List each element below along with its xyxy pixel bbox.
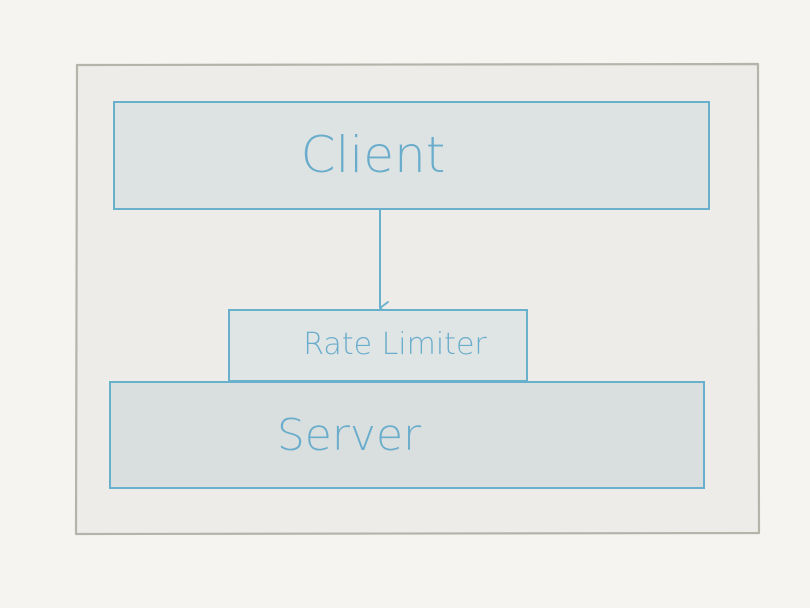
rate-limiter-box	[228, 309, 528, 382]
server-node[interactable]: Server	[109, 381, 705, 489]
rate-limiter-label: Rate Limiter	[303, 327, 487, 362]
rate-limiter-node[interactable]: Rate Limiter	[228, 309, 528, 382]
client-label: Client	[301, 126, 446, 184]
client-node[interactable]: Client	[113, 101, 710, 210]
client-box	[113, 101, 710, 210]
server-label: Server	[277, 410, 422, 461]
